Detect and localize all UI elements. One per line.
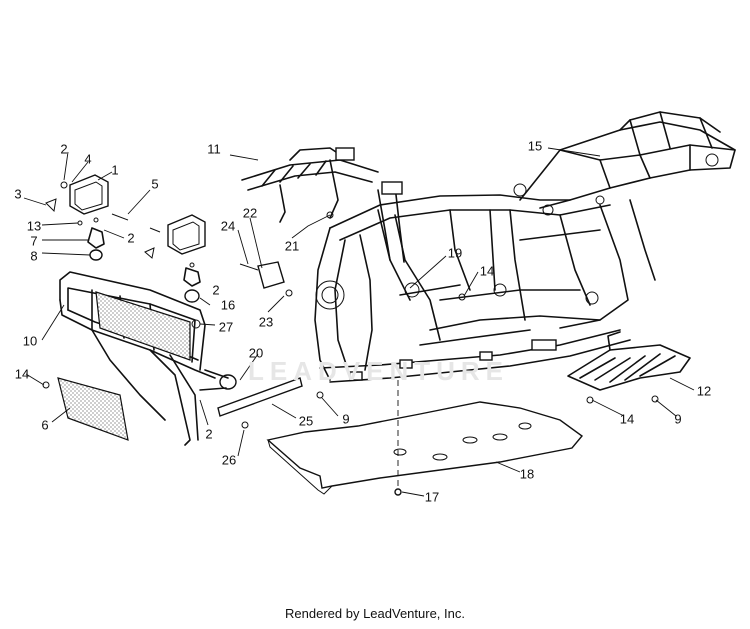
guard-plate [57,377,129,441]
washer-27 [191,319,201,329]
footrest [567,331,691,391]
callout-24: 24 [220,218,236,234]
headlight-left [69,174,109,261]
callout-26: 26 [221,452,237,468]
bolt-5 [111,213,129,221]
callout-4: 4 [84,151,92,167]
callout-9: 9 [674,411,682,427]
bolt-14b [458,293,466,301]
callout-2: 2 [127,230,135,246]
callout-1: 1 [111,162,119,178]
bracket-22 [257,261,285,289]
callout-12: 12 [696,383,712,399]
skid-plate [266,401,584,495]
callout-5: 5 [151,176,159,192]
callout-10: 10 [22,333,38,349]
callout-6: 6 [41,417,49,433]
callout-9: 9 [342,411,350,427]
leader-lines [23,147,695,497]
callout-17: 17 [424,489,440,505]
bracket-bar-25 [217,377,303,417]
callout-19: 19 [447,245,463,261]
bolt-17 [394,488,402,496]
headlight-right [167,214,206,303]
callout-14: 14 [14,366,30,382]
front-rack [241,147,379,223]
main-frame [314,111,736,383]
callout-27: 27 [218,319,234,335]
callout-16: 16 [220,297,236,313]
callout-25: 25 [298,413,314,429]
callout-22: 22 [242,205,258,221]
bolt-9a [316,391,324,399]
callout-2: 2 [212,282,220,298]
callout-2: 2 [60,141,68,157]
callout-20: 20 [248,345,264,361]
callout-14: 14 [479,263,495,279]
footer-credit: Rendered by LeadVenture, Inc. [285,606,465,621]
callout-7: 7 [30,233,38,249]
callout-8: 8 [30,248,38,264]
callout-13: 13 [26,218,42,234]
callout-2: 2 [205,426,213,442]
watermark-text: LEADVENTURE [248,356,510,386]
callout-18: 18 [519,466,535,482]
callout-14: 14 [619,411,635,427]
front-bumper [59,271,237,446]
bolt-14a [42,381,50,389]
callout-23: 23 [258,314,274,330]
callout-21: 21 [284,238,300,254]
nut-3 [45,198,57,213]
callout-15: 15 [527,138,543,154]
bolt-26 [241,421,249,429]
nut-23 [285,289,293,297]
bolt-9b [651,395,659,403]
bolt-24 [239,263,259,271]
bolt-21 [326,211,334,219]
callout-11: 11 [207,141,221,157]
screw-2 [60,181,68,189]
callout-3: 3 [14,186,22,202]
